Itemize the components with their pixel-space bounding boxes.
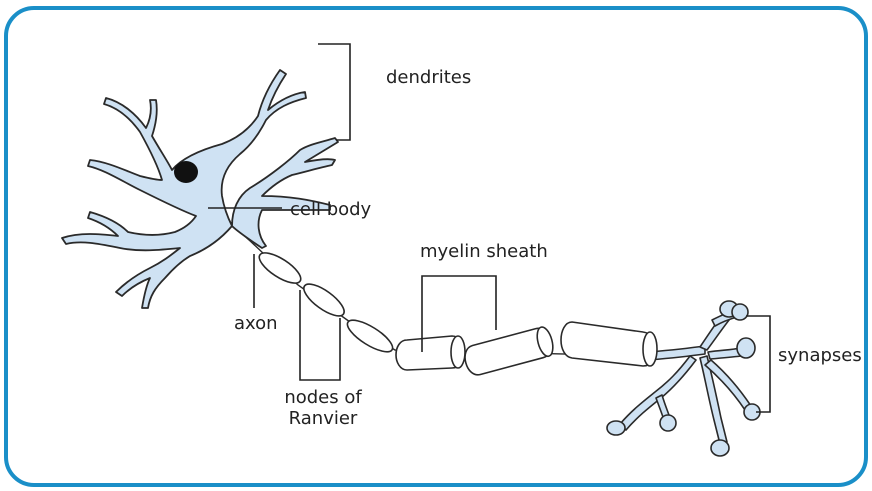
label-nodes-line1: nodes of — [268, 388, 378, 409]
synapse-knobs — [607, 301, 760, 456]
label-dendrites: dendrites — [386, 68, 471, 89]
synapses-bracket — [746, 316, 770, 412]
label-axon: axon — [234, 314, 278, 335]
label-myelin-sheath: myelin sheath — [420, 242, 548, 263]
myelin-segments-small — [255, 247, 397, 357]
label-cell-body: cell body — [290, 200, 371, 221]
dendrites-bracket — [318, 44, 350, 140]
axon-terminals — [620, 310, 751, 444]
label-nodes-of-ranvier: nodes of Ranvier — [268, 388, 378, 429]
nucleus — [174, 161, 198, 183]
myelin-cylinder-2 — [462, 325, 556, 377]
myelin-cylinder-3 — [561, 322, 657, 366]
label-synapses: synapses — [778, 346, 862, 367]
myelin-cylinder-1 — [396, 336, 465, 370]
myelin-segments-large — [396, 322, 657, 377]
label-nodes-line2: Ranvier — [268, 409, 378, 430]
